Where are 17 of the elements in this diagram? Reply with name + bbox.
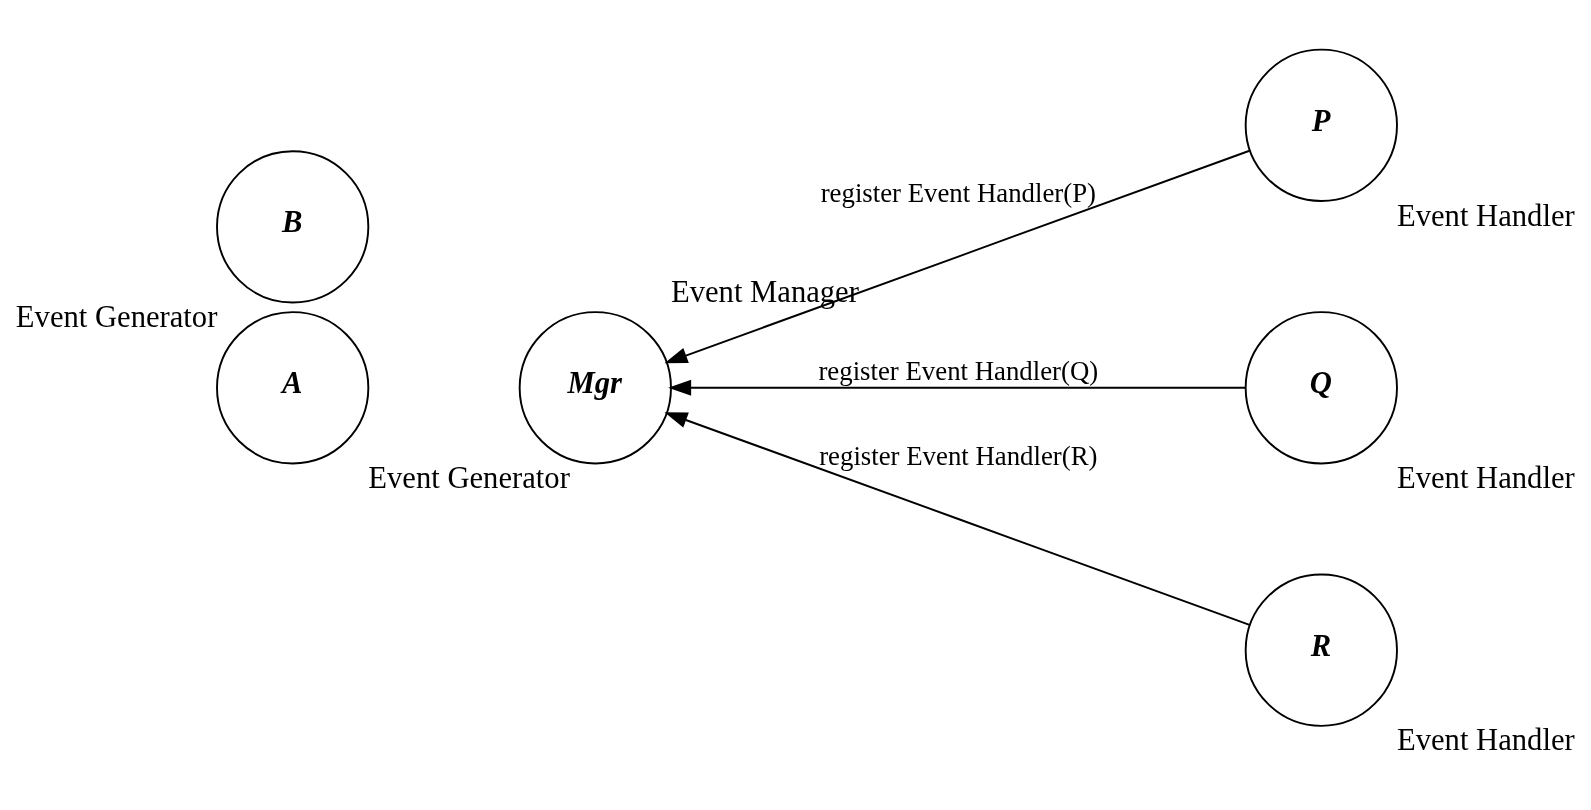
edge-label: register Event Handler(P) bbox=[820, 178, 1096, 209]
node-label: Event Handler bbox=[1396, 460, 1575, 495]
edge-label: register Event Handler(Q) bbox=[818, 356, 1099, 387]
node-circle: B bbox=[216, 150, 370, 304]
arrow bbox=[664, 412, 1251, 626]
node-circle: Q bbox=[1244, 311, 1398, 465]
node-label: Event Handler bbox=[1396, 723, 1575, 758]
node-circle: R bbox=[1244, 573, 1398, 727]
node-circle: P bbox=[1244, 48, 1398, 202]
node-label: Event Handler bbox=[1396, 198, 1575, 233]
arrow bbox=[664, 149, 1251, 364]
edge-label: register Event Handler(R) bbox=[819, 440, 1098, 471]
arrow bbox=[668, 379, 1247, 396]
node-label: Event Generator bbox=[15, 300, 218, 335]
node-circle: Mgr bbox=[518, 311, 672, 465]
node-circle: A bbox=[216, 311, 370, 465]
node-label: Event Manager bbox=[670, 275, 859, 310]
